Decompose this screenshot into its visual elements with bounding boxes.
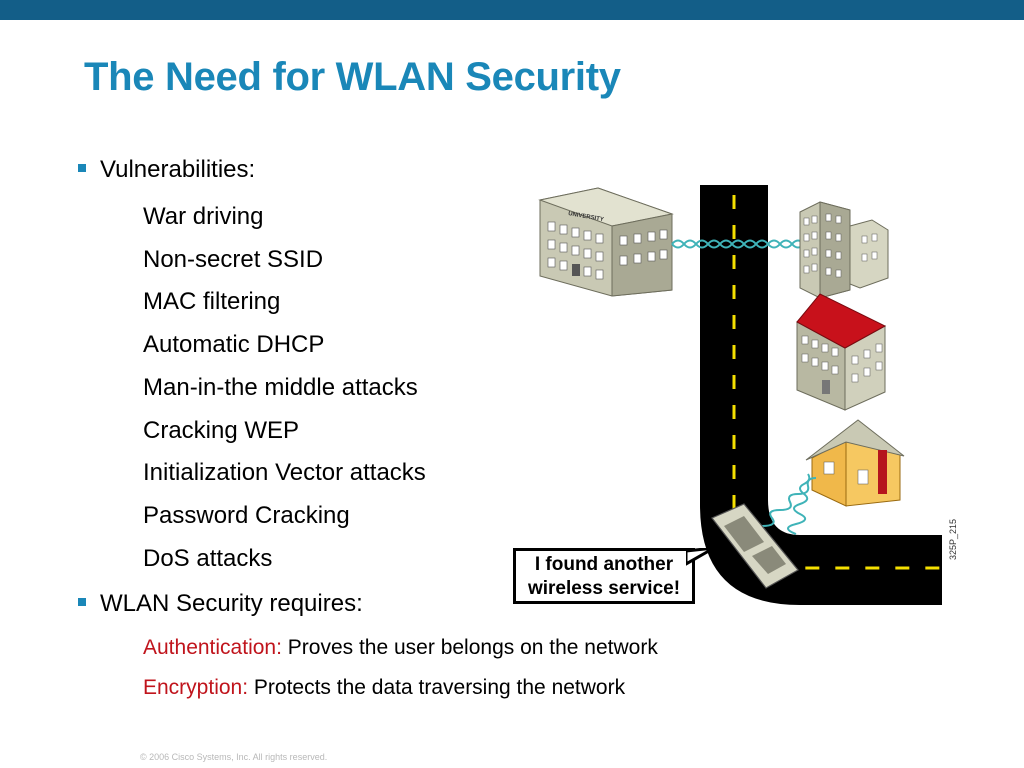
list-item: Password Cracking <box>143 501 350 529</box>
speech-bubble: I found another wireless service! <box>513 548 695 604</box>
speech-line: I found another <box>534 554 674 575</box>
wireless-signal-to-car-icon <box>761 473 817 535</box>
house-icon <box>805 419 905 507</box>
list-item: Man-in-the middle attacks <box>143 373 418 401</box>
bullet-label: WLAN Security requires: <box>100 590 363 617</box>
list-item: Cracking WEP <box>143 416 300 444</box>
slide-title: The Need for WLAN Security <box>84 55 621 99</box>
requirement-authentication: Authentication: Proves the user belongs … <box>143 628 658 668</box>
list-item: War driving <box>143 203 264 230</box>
requirement-term: Authentication: <box>143 636 282 659</box>
university-building-icon: UNIVERSITY <box>538 187 674 297</box>
requirement-term: Encryption: <box>143 676 249 699</box>
square-bullet-icon <box>78 598 86 606</box>
copyright-footer: © 2006 Cisco Systems, Inc. All rights re… <box>140 752 328 762</box>
office-building-icon <box>799 201 889 299</box>
car-icon <box>711 503 799 589</box>
requirement-list: Authentication: Proves the user belongs … <box>143 628 658 708</box>
figure-code: 325P_215 <box>948 518 958 560</box>
requirement-desc: Proves the user belongs on the network <box>287 636 658 659</box>
list-item: Initialization Vector attacks <box>143 459 426 487</box>
bullet-label: Vulnerabilities: <box>100 156 256 183</box>
vulnerability-list: War driving Non-secret SSID MAC filterin… <box>143 196 426 580</box>
top-banner-bar <box>0 0 1024 20</box>
square-bullet-icon <box>78 164 86 172</box>
list-item: DoS attacks <box>143 544 273 572</box>
speech-line: wireless service! <box>527 578 681 599</box>
war-driving-illustration: UNIVERSITY <box>538 185 942 605</box>
wireless-signal-icon <box>671 239 805 249</box>
bullet-security-requires: WLAN Security requires: <box>78 590 363 618</box>
requirement-encryption: Encryption: Protects the data traversing… <box>143 668 658 708</box>
speech-bubble-tail <box>686 548 715 566</box>
list-item: Non-secret SSID <box>143 245 324 273</box>
requirement-desc: Protects the data traversing the network <box>253 676 626 699</box>
red-roof-building-icon <box>796 293 887 411</box>
list-item: Automatic DHCP <box>143 331 325 359</box>
bullet-vulnerabilities: Vulnerabilities: <box>78 156 255 184</box>
list-item: MAC filtering <box>143 288 281 316</box>
